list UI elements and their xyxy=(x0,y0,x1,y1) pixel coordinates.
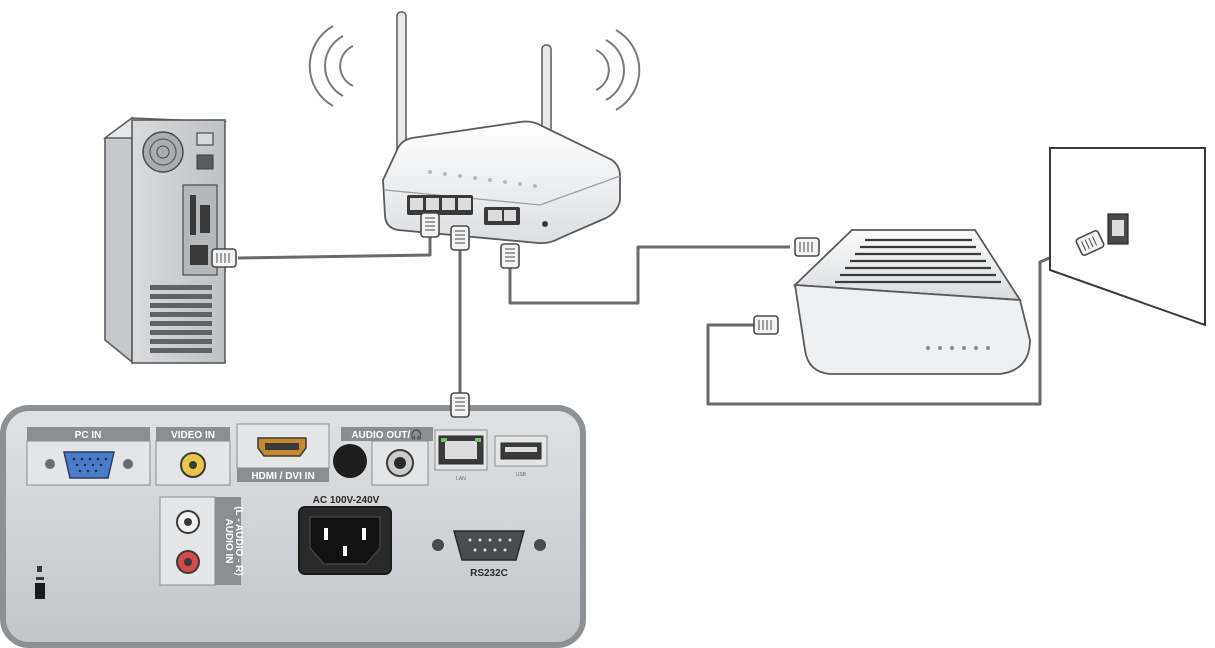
desktop-pc-tower xyxy=(102,116,237,364)
rj45-plug-icon xyxy=(450,392,470,418)
pc-power-switch xyxy=(196,132,214,146)
rj45-plug-icon xyxy=(794,237,820,257)
ac-power-label: AC 100V-240V xyxy=(313,495,380,506)
modem xyxy=(753,229,1031,375)
audio-in-lr-label: (L - AUDIO - R) xyxy=(233,506,244,575)
kensington-lock-icon xyxy=(35,566,45,599)
rs232c-port[interactable] xyxy=(453,530,525,561)
modem-front xyxy=(793,284,1031,375)
usb-label: USB xyxy=(516,472,527,478)
pc-in-label: PC IN xyxy=(75,430,102,441)
rj45-plug-icon xyxy=(753,315,779,335)
audio-in-label: AUDIO IN xyxy=(223,519,234,564)
rj45-plug-icon xyxy=(420,212,440,238)
modem-vents xyxy=(835,238,1001,284)
cable-router-to-modem xyxy=(508,245,790,305)
ir-sensor xyxy=(333,444,367,478)
pc-fan xyxy=(142,131,184,173)
router xyxy=(382,11,621,269)
rj45-plug-icon xyxy=(450,225,470,251)
router-lan-ports xyxy=(407,195,548,227)
audio-out-label: AUDIO OUT/🎧 xyxy=(351,428,422,441)
pc-tower-side xyxy=(104,116,133,364)
pc-expansion-slots xyxy=(150,285,212,353)
hdmi-dvi-in-label: HDMI / DVI IN xyxy=(251,471,314,482)
modem-leds xyxy=(926,346,990,350)
wall-lan-jack xyxy=(1049,147,1206,327)
wifi-signal-icon xyxy=(308,25,641,111)
rj45-plug-icon xyxy=(500,243,520,269)
vga-port[interactable] xyxy=(63,451,115,479)
cable-modem-to-wall xyxy=(706,243,1081,406)
cable-pc-to-router xyxy=(237,232,432,260)
projector-back-panel: PC IN VIDEO IN HDMI / DVI IN AUDIO OUT/🎧 xyxy=(0,392,586,648)
video-in-label: VIDEO IN xyxy=(171,430,215,441)
rs232c-label: RS232C xyxy=(470,568,508,579)
rj45-plug-icon xyxy=(211,248,237,268)
cables xyxy=(237,232,1081,406)
router-led-row xyxy=(428,170,537,188)
lan-label: LAN xyxy=(456,476,466,482)
